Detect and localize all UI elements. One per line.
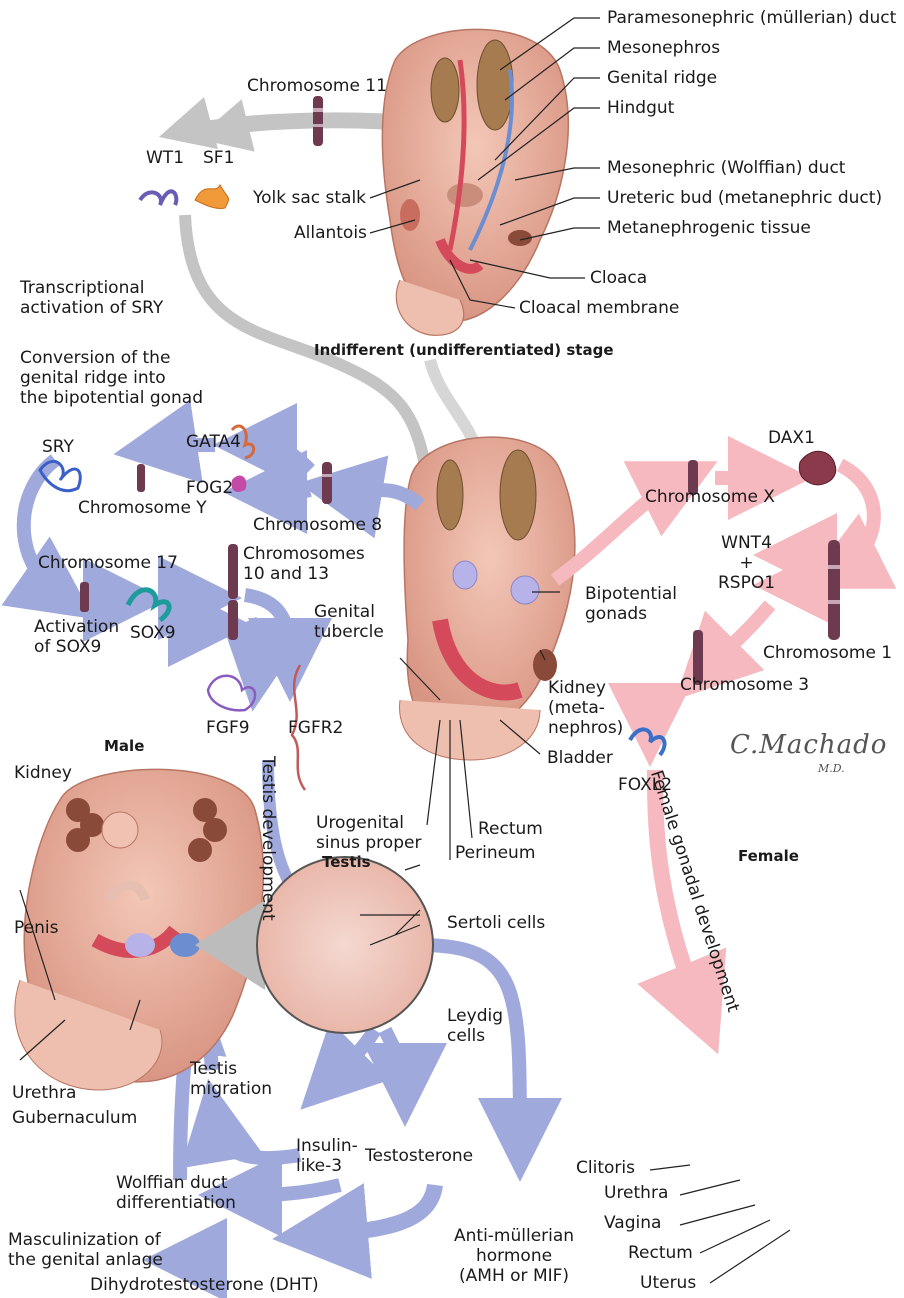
label-wt1: WT1 [146,148,184,168]
label-rectum-center: Rectum [478,819,543,839]
embryo-indifferent [382,29,568,335]
label-cloaca: Cloaca [590,268,647,288]
label-activation-sox9: Activation of SOX9 [34,617,119,657]
label-sf1: SF1 [203,148,234,168]
label-yolk-sac-stalk: Yolk sac stalk [253,188,366,208]
label-anti-mullerian-hormone: Anti-müllerian hormone (AMH or MIF) [454,1226,574,1286]
label-testis-migration: Testis migration [190,1059,272,1099]
chromosome-10-13 [228,544,238,640]
chromosome-1 [828,540,840,640]
label-genital-ridge: Genital ridge [607,68,717,88]
chromosome-11 [313,96,323,146]
label-chromosome-8: Chromosome 8 [253,515,382,535]
label-genital-tubercle: Genital tubercle [314,602,384,642]
label-fgfr2: FGFR2 [288,718,343,738]
label-fog2: FOG2 [186,478,233,498]
label-allantois: Allantois [294,223,367,243]
label-chromosome-3: Chromosome 3 [680,675,809,695]
label-insulin-like-3: Insulin- like-3 [296,1136,358,1176]
fog2-protein [232,475,247,491]
label-fgf9: FGF9 [206,718,250,738]
label-metanephrogenic-tissue: Metanephrogenic tissue [607,218,811,238]
label-penis: Penis [14,918,58,938]
label-masculinization: Masculinization of the genital anlage [8,1230,163,1270]
label-perineum: Perineum [455,843,535,863]
label-chromosomes-10-13: Chromosomes 10 and 13 [243,544,365,584]
label-urethra-female: Urethra [604,1183,668,1203]
label-kidney-male: Kidney [14,763,72,783]
label-sertoli-cells: Sertoli cells [447,913,545,933]
signature: C.Machado [730,730,887,760]
label-urethra-male: Urethra [12,1083,76,1103]
label-urogenital-sinus: Urogenital sinus proper [316,813,421,853]
chromosome-8 [322,462,332,504]
label-chromosome-1: Chromosome 1 [763,643,892,663]
sf1-protein [195,185,229,208]
label-bipotential-gonads: Bipotential gonads [585,584,677,624]
chromosome-17 [80,582,89,612]
label-uterus: Uterus [640,1273,696,1293]
label-wnt4-rspo1: WNT4 + RSPO1 [718,533,775,593]
fgf9-protein [208,676,255,711]
label-dihydrotestosterone: Dihydrotestosterone (DHT) [90,1275,319,1295]
dax1-protein [799,451,836,485]
label-hindgut: Hindgut [607,98,674,118]
label-chromosome-x: Chromosome X [645,487,775,507]
label-mesonephric-duct: Mesonephric (Wolffian) duct [607,158,845,178]
stage-title-indifferent: Indifferent (undifferentiated) stage [314,340,614,360]
label-clitoris: Clitoris [576,1158,635,1178]
label-wolffian-duct-differentiation: Wolffian duct differentiation [116,1173,236,1213]
note-conversion-genital-ridge: Conversion of the genital ridge into the… [20,348,203,408]
label-sry: SRY [42,437,74,457]
label-bladder: Bladder [547,748,613,768]
label-mesonephros: Mesonephros [607,38,720,58]
foxl2-protein [630,729,665,755]
signature-suffix: M.D. [818,762,845,775]
note-transcriptional-activation: Transcriptional activation of SRY [20,278,163,318]
label-paramesonephric-duct: Paramesonephric (müllerian) duct [607,8,896,28]
label-testis-development: Testis development [258,756,278,921]
label-rectum-female: Rectum [628,1243,693,1263]
label-chromosome-11: Chromosome 11 [247,76,387,96]
stage-title-testis: Testis [322,852,371,872]
label-testosterone: Testosterone [365,1146,473,1166]
label-gubernaculum: Gubernaculum [12,1108,137,1128]
stage-title-female: Female [738,846,799,866]
label-dax1: DAX1 [768,428,815,448]
label-chromosome-17: Chromosome 17 [38,553,178,573]
label-sox9: SOX9 [130,623,176,643]
label-kidney-metanephros: Kidney (meta- nephros) [548,678,623,738]
label-ureteric-bud: Ureteric bud (metanephric duct) [607,188,882,208]
stage-title-male: Male [104,736,144,756]
wt1-protein [140,191,176,205]
sox9-protein [128,590,169,620]
label-gata4: GATA4 [186,432,241,452]
label-chromosome-y: Chromosome Y [78,498,207,518]
chromosome-y [137,464,145,492]
label-cloacal-membrane: Cloacal membrane [519,298,679,318]
label-vagina: Vagina [604,1213,661,1233]
label-leydig-cells: Leydig cells [447,1006,503,1046]
